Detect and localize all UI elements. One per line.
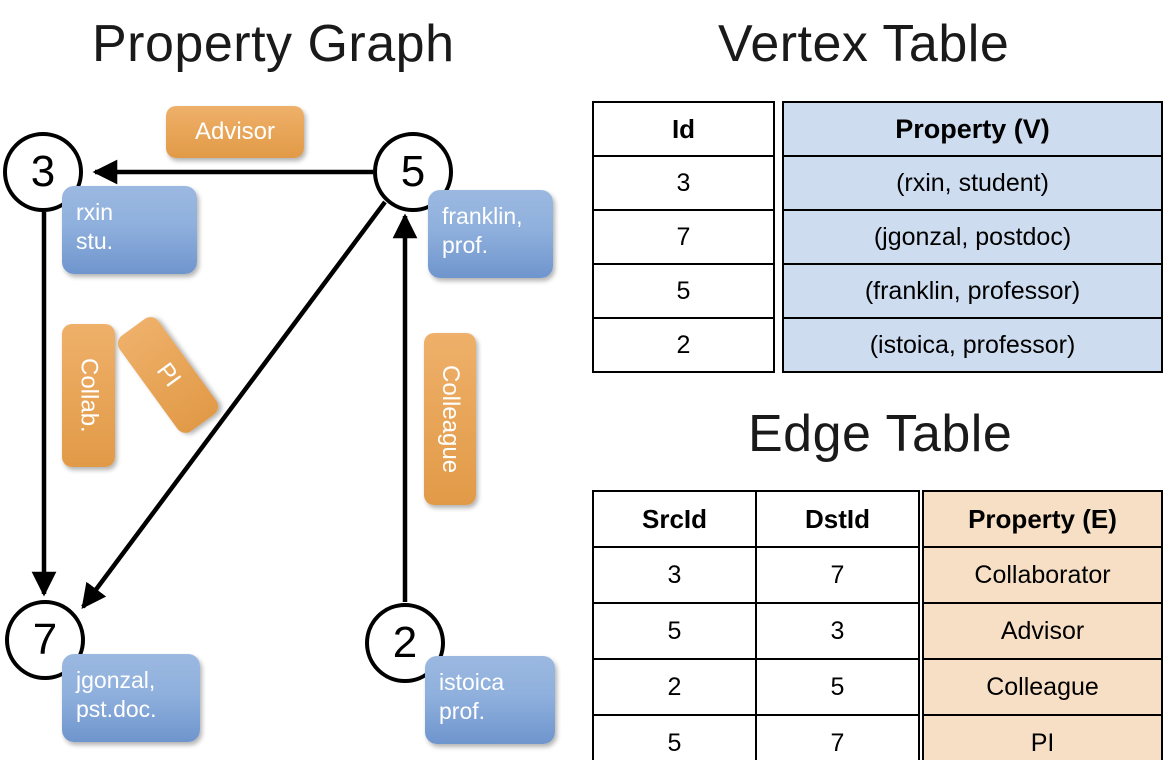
edge-row-2-dst: 5 [755, 658, 920, 716]
table-row: Colleague [922, 658, 1163, 716]
table-row: PI [922, 714, 1163, 760]
table-row: 5 [592, 263, 775, 319]
table-row: 5 7 [592, 714, 920, 760]
table-row: 5 3 [592, 602, 920, 660]
edge-table-header-srcid: SrcId [592, 490, 757, 548]
edge-label-colleague: Colleague [424, 333, 476, 505]
edge-row-0-dst: 7 [755, 546, 920, 604]
edge-table-src-dst-columns: SrcId DstId 3 7 5 3 2 5 5 7 [592, 490, 920, 760]
graph-edges-svg [31, 159, 418, 609]
node-7-property-box: jgonzal, pst.doc. [62, 654, 200, 742]
edge-table-header-row: Property (E) [922, 490, 1163, 548]
edge-row-1-dst: 3 [755, 602, 920, 660]
vertex-row-0-property: (rxin, student) [782, 155, 1163, 211]
edge-row-3-src: 5 [592, 714, 757, 760]
edge-row-0-src: 3 [592, 546, 757, 604]
node-3-property-box: rxin stu. [62, 186, 197, 274]
node-2-property-box: istoica prof. [425, 656, 555, 744]
table-row: (rxin, student) [782, 155, 1163, 211]
page-title-edge-table: Edge Table [748, 405, 1013, 463]
table-row: (franklin, professor) [782, 263, 1163, 319]
node-5-property-line-2: prof. [442, 232, 489, 259]
vertex-row-3-id: 2 [592, 317, 775, 373]
graph-node-2[interactable]: 2 [365, 603, 445, 683]
vertex-row-3-property: (istoica, professor) [782, 317, 1163, 373]
node-5-property-line-1: franklin, [442, 203, 523, 229]
table-row: 2 [592, 317, 775, 373]
edge-label-advisor: Advisor [166, 106, 304, 158]
table-row: 7 [592, 209, 775, 265]
node-3-property-line-2: stu. [76, 228, 114, 255]
vertex-table-property-column: Property (V) (rxin, student) (jgonzal, p… [782, 101, 1163, 373]
node-7-property-line-1: jgonzal, [76, 667, 156, 693]
edge-5-to-7-pi [81, 200, 387, 609]
edge-row-2-property: Colleague [922, 658, 1163, 716]
vertex-table-header-row: Id [592, 101, 775, 157]
vertex-row-1-id: 7 [592, 209, 775, 265]
edge-label-collab: Collab. [62, 324, 115, 467]
table-row: Collaborator [922, 546, 1163, 604]
vertex-row-1-property: (jgonzal, postdoc) [782, 209, 1163, 265]
vertex-row-0-id: 3 [592, 155, 775, 211]
table-row: Advisor [922, 602, 1163, 660]
property-graph-diagram: 3 5 7 2 rxin stu. franklin, prof. jgonza… [3, 106, 555, 744]
vertex-table-id-column: Id 3 7 5 2 [592, 101, 775, 373]
edge-table-header-dstid: DstId [755, 490, 920, 548]
edge-table-property-column: Property (E) Collaborator Advisor Collea… [922, 490, 1163, 760]
page-title-property-graph: Property Graph [92, 15, 455, 73]
edge-row-3-dst: 7 [755, 714, 920, 760]
graph-node-5[interactable]: 5 [373, 132, 453, 212]
edge-table-header-row: SrcId DstId [592, 490, 920, 548]
table-row: 3 7 [592, 546, 920, 604]
edge-row-2-src: 2 [592, 658, 757, 716]
table-row: 2 5 [592, 658, 920, 716]
vertex-table-header-property: Property (V) [782, 101, 1163, 157]
table-row: (jgonzal, postdoc) [782, 209, 1163, 265]
vertex-row-2-property: (franklin, professor) [782, 263, 1163, 319]
table-row: 3 [592, 155, 775, 211]
edge-row-1-property: Advisor [922, 602, 1163, 660]
table-row: (istoica, professor) [782, 317, 1163, 373]
node-3-property-line-1: rxin [76, 199, 114, 225]
node-2-property-line-2: prof. [439, 698, 486, 725]
node-7-property-line-2: pst.doc. [76, 696, 157, 723]
node-2-property-line-1: istoica [439, 669, 505, 695]
edge-table-header-property: Property (E) [922, 490, 1163, 548]
edge-row-1-src: 5 [592, 602, 757, 660]
edge-row-0-property: Collaborator [922, 546, 1163, 604]
page-title-vertex-table: Vertex Table [718, 15, 1010, 73]
vertex-row-2-id: 5 [592, 263, 775, 319]
vertex-table-header-row: Property (V) [782, 101, 1163, 157]
node-5-property-box: franklin, prof. [428, 190, 553, 278]
edge-row-3-property: PI [922, 714, 1163, 760]
vertex-table-header-id: Id [592, 101, 775, 157]
